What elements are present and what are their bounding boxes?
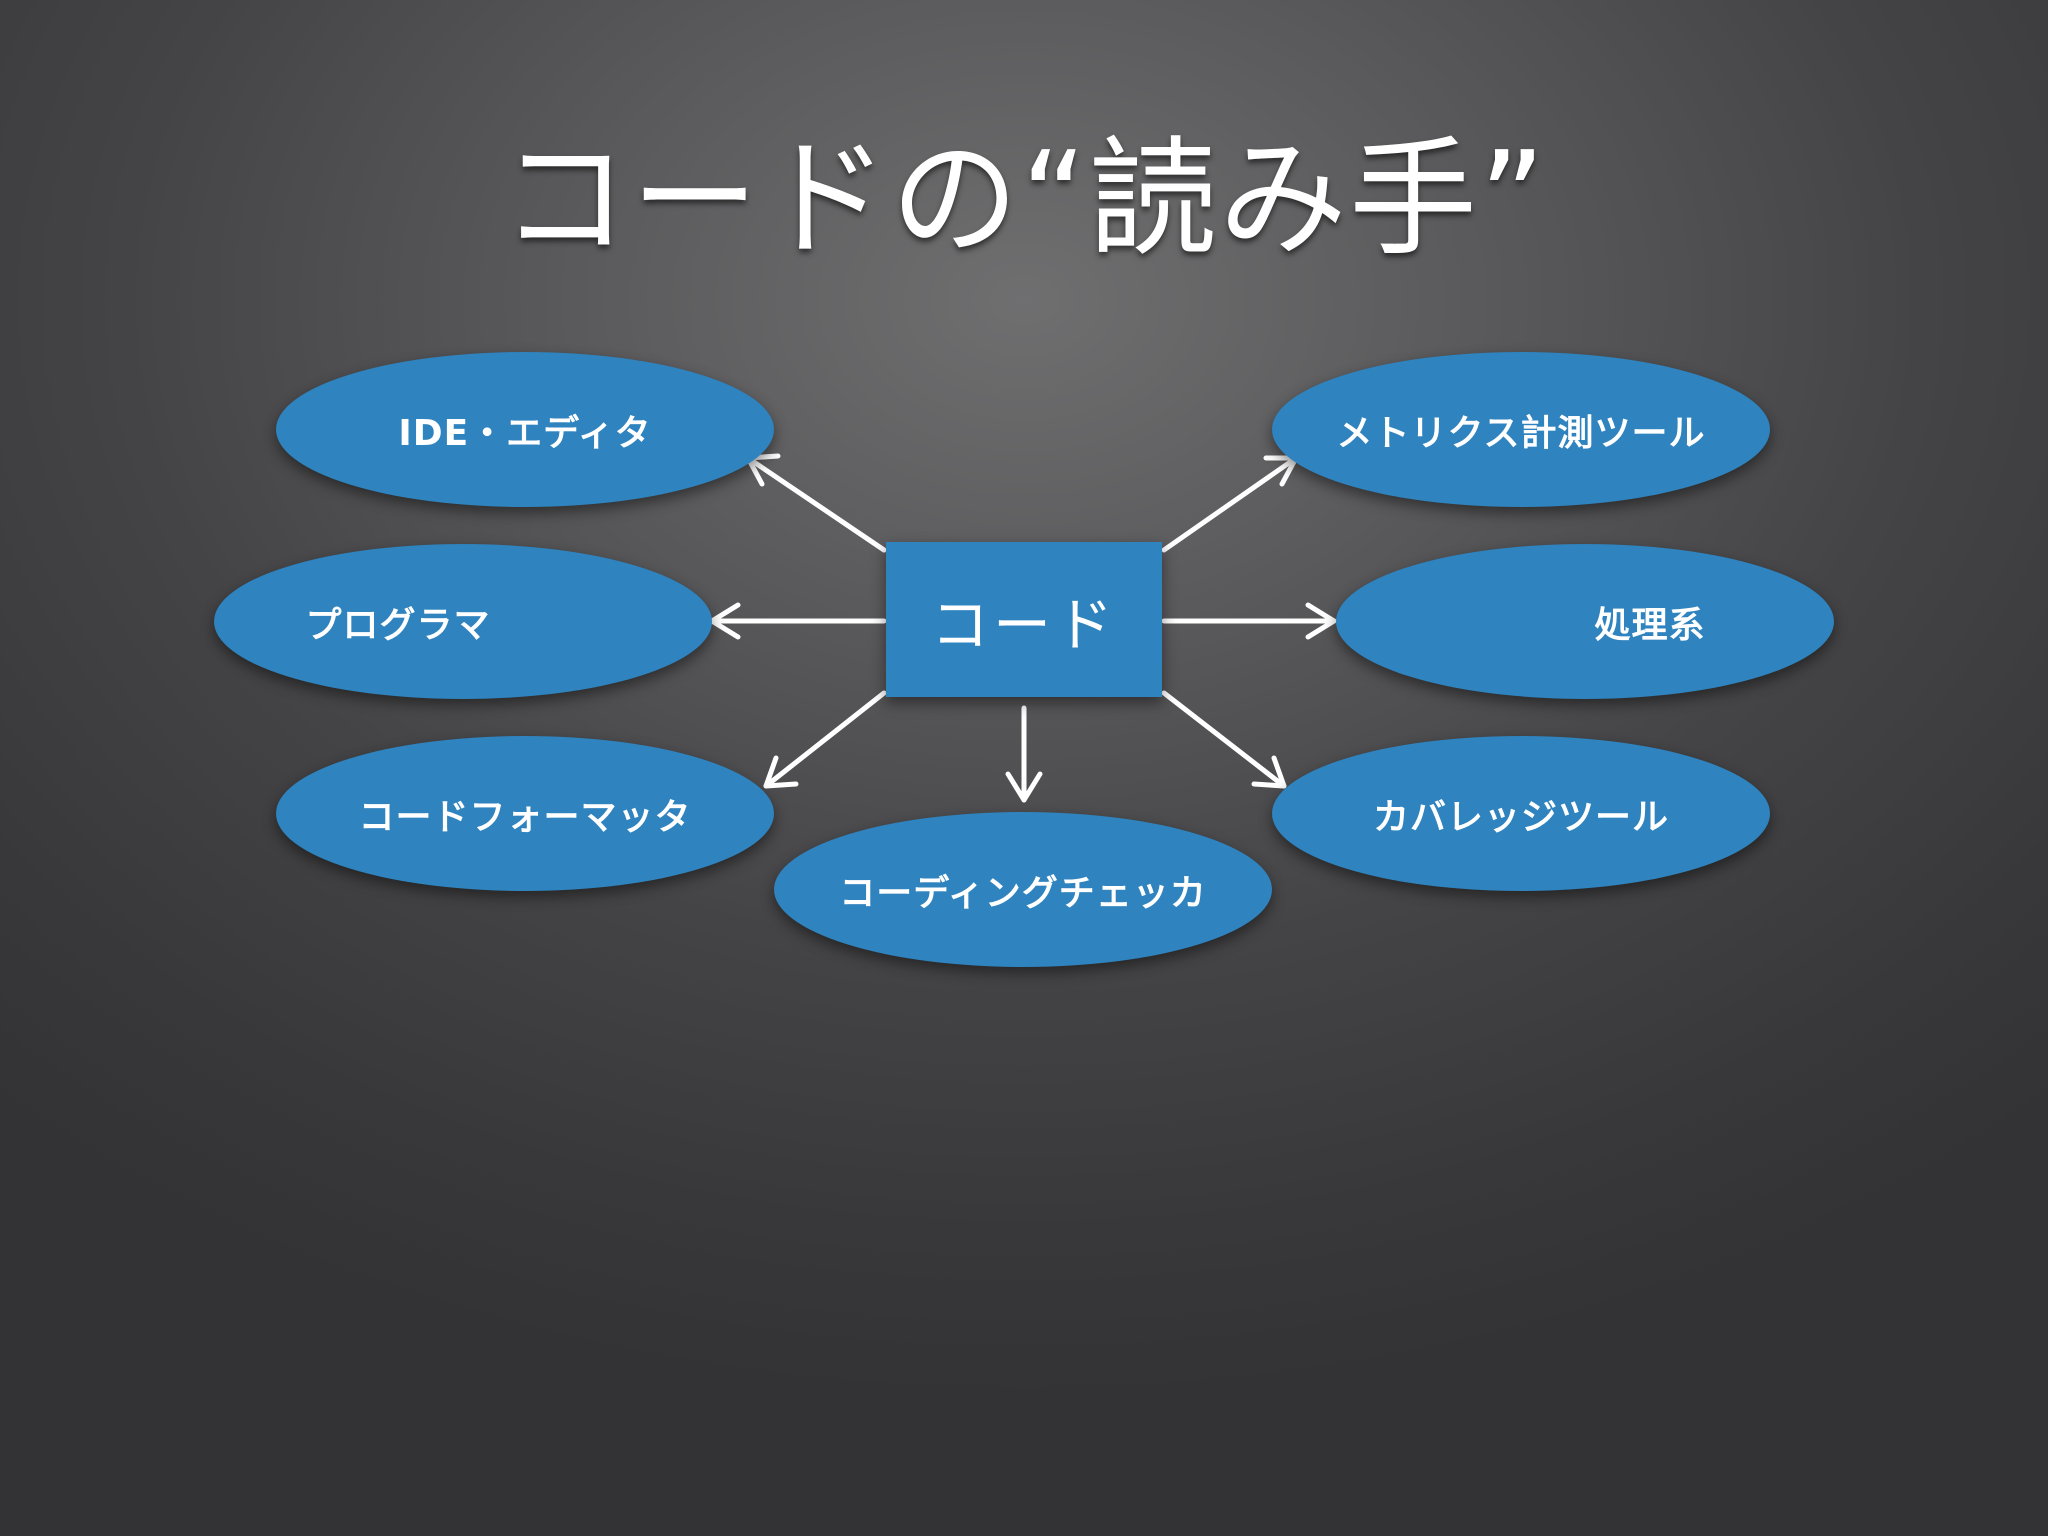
- coding-checker-label: コーディングチェッカ: [839, 872, 1207, 914]
- code-node-label: コード: [930, 590, 1117, 659]
- coverage-tool-node: カバレッジツール: [1272, 736, 1770, 891]
- metrics-tool-node: メトリクス計測ツール: [1272, 352, 1770, 507]
- programmer-node: プログラマ: [214, 544, 712, 699]
- arrowhead-coverage-icon: [1251, 755, 1287, 789]
- ide-editor-label: IDE・エディタ: [398, 412, 652, 454]
- ide-editor-node: IDE・エディタ: [276, 352, 774, 507]
- arrow-to-coverage: [1161, 690, 1287, 789]
- arrowhead-checker-icon: [1005, 771, 1043, 803]
- coding-checker-node: コーディングチェッカ: [774, 812, 1272, 967]
- coverage-tool-label: カバレッジツール: [1372, 796, 1669, 838]
- arrow-to-ide: [745, 455, 887, 553]
- arrow-to-metrics: [1161, 455, 1299, 553]
- arrowhead-formatter-icon: [763, 755, 799, 789]
- arrowhead-processor-icon: [1305, 602, 1337, 640]
- processor-node: 処理系: [1336, 544, 1834, 699]
- arrow-to-formatter: [763, 690, 887, 789]
- code-node: コード: [886, 542, 1162, 697]
- slide-title: コードの“読み手”: [500, 125, 1548, 274]
- arrowhead-programmer-icon: [709, 602, 741, 640]
- metrics-tool-label: メトリクス計測ツール: [1336, 412, 1706, 454]
- programmer-label: プログラマ: [305, 604, 491, 646]
- code-formatter-node: コードフォーマッタ: [276, 736, 774, 891]
- code-formatter-label: コードフォーマッタ: [358, 796, 692, 838]
- processor-label: 処理系: [1594, 604, 1706, 646]
